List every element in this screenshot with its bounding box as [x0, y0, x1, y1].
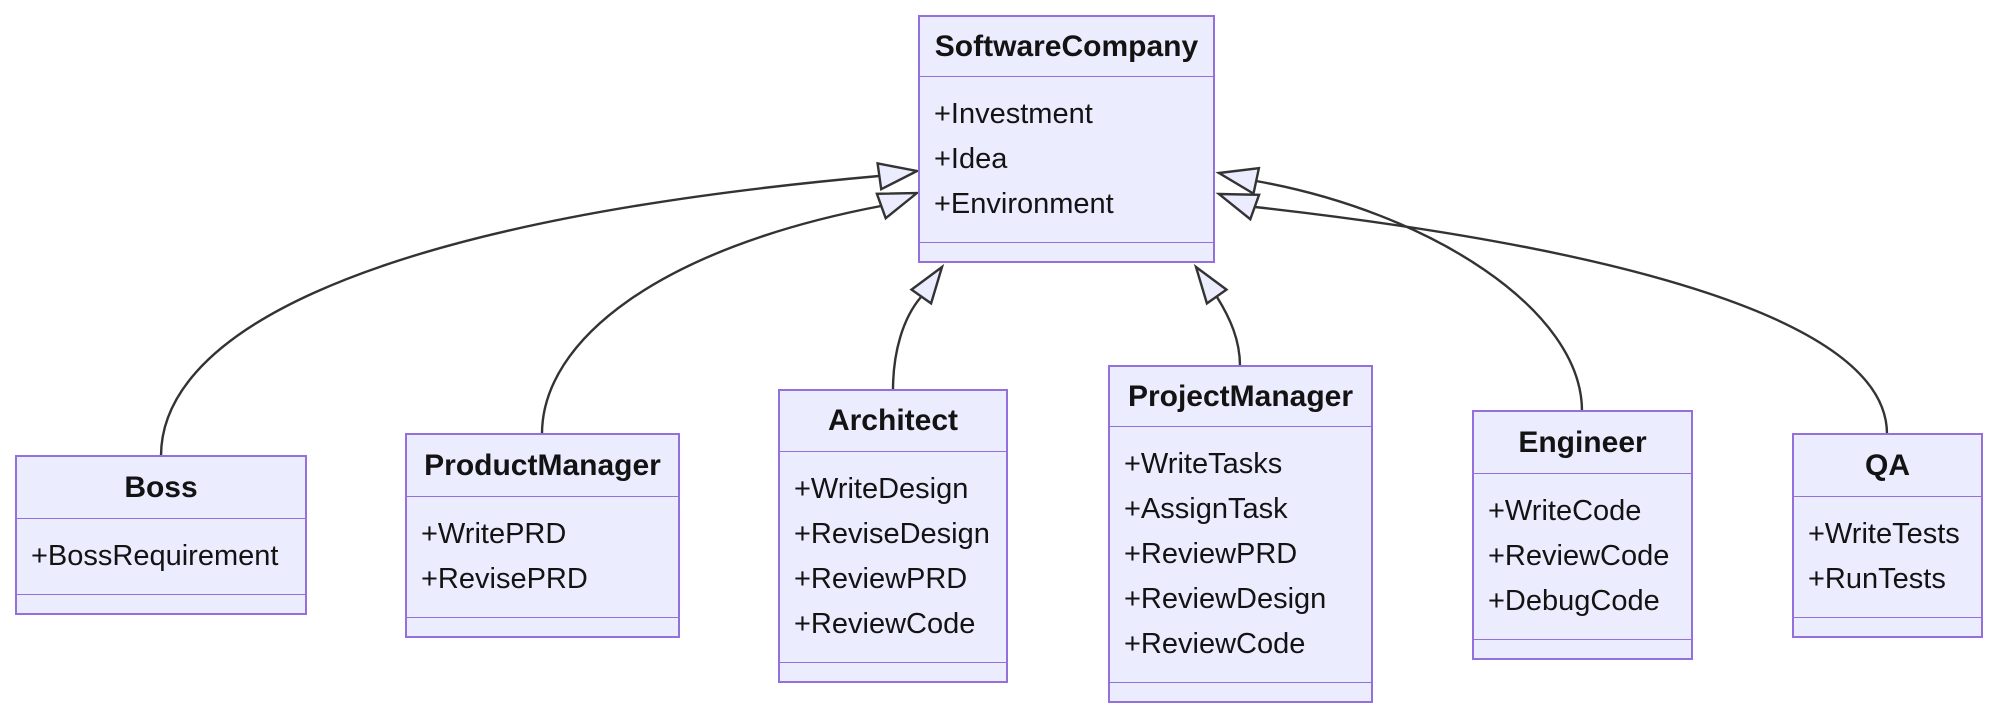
- class-methods-empty: [407, 618, 678, 636]
- class-member: +ReviewCode: [1488, 540, 1670, 572]
- class-members: +WriteTasks +AssignTask +ReviewPRD +Revi…: [1110, 427, 1371, 683]
- inheritance-edge-qa: [1254, 205, 1889, 435]
- inheritance-arrowhead-architect: [909, 263, 945, 306]
- class-title: Architect: [780, 391, 1006, 452]
- inheritance-edge-projectmanager: [1215, 296, 1242, 367]
- class-node-qa: QA +WriteTests +RunTests: [1792, 433, 1983, 638]
- class-title: Boss: [17, 457, 305, 519]
- class-title: SoftwareCompany: [920, 17, 1213, 77]
- class-member: +DebugCode: [1488, 585, 1660, 617]
- class-member: +ReviewPRD: [1124, 538, 1298, 570]
- inheritance-edge-architect: [891, 296, 922, 391]
- class-member: +ReviseDesign: [794, 518, 990, 550]
- class-methods-empty: [1474, 640, 1691, 658]
- class-member: +WriteDesign: [794, 473, 969, 505]
- class-member: +ReviewDesign: [1124, 583, 1327, 615]
- inheritance-arrowhead-qa: [1215, 192, 1261, 222]
- class-member: +Idea: [934, 143, 1008, 175]
- inheritance-arrowhead-boss: [876, 161, 921, 192]
- class-members: +BossRequirement: [17, 519, 305, 595]
- inheritance-edge-boss: [159, 174, 880, 457]
- class-member: +WriteTests: [1808, 518, 1960, 550]
- class-member: +WriteCode: [1488, 495, 1642, 527]
- class-members: +WritePRD +RevisePRD: [407, 497, 678, 618]
- class-member: +Investment: [934, 98, 1093, 130]
- class-methods-empty: [1794, 618, 1981, 636]
- class-methods-empty: [920, 243, 1213, 261]
- class-member: +BossRequirement: [31, 540, 279, 572]
- class-member: +AssignTask: [1124, 493, 1288, 525]
- class-member: +RunTests: [1808, 563, 1946, 595]
- inheritance-arrowhead-projectmanager: [1193, 263, 1229, 306]
- class-methods-empty: [780, 663, 1006, 681]
- class-member: +RevisePRD: [421, 563, 588, 595]
- inheritance-edge-engineer: [1255, 179, 1584, 412]
- class-node-softwarecompany: SoftwareCompany +Investment +Idea +Envir…: [918, 15, 1215, 263]
- class-member: +ReviewCode: [1124, 628, 1306, 660]
- class-member: +WriteTasks: [1124, 448, 1283, 480]
- class-member: +ReviewPRD: [794, 563, 968, 595]
- class-node-boss: Boss +BossRequirement: [15, 455, 307, 615]
- class-member: +WritePRD: [421, 518, 567, 550]
- inheritance-arrowhead-productmanager: [875, 191, 921, 221]
- class-members: +WriteCode +ReviewCode +DebugCode: [1474, 474, 1691, 640]
- class-title: QA: [1794, 435, 1981, 497]
- class-node-architect: Architect +WriteDesign +ReviseDesign +Re…: [778, 389, 1008, 683]
- class-methods-empty: [1110, 683, 1371, 701]
- class-title: ProductManager: [407, 435, 678, 497]
- class-node-productmanager: ProductManager +WritePRD +RevisePRD: [405, 433, 680, 638]
- class-member: +Environment: [934, 188, 1114, 220]
- class-methods-empty: [17, 595, 305, 613]
- class-members: +Investment +Idea +Environment: [920, 77, 1213, 243]
- class-title: ProjectManager: [1110, 367, 1371, 427]
- class-node-projectmanager: ProjectManager +WriteTasks +AssignTask +…: [1108, 365, 1373, 703]
- inheritance-edge-productmanager: [540, 204, 882, 435]
- class-members: +WriteDesign +ReviseDesign +ReviewPRD +R…: [780, 452, 1006, 663]
- class-title: Engineer: [1474, 412, 1691, 474]
- class-member: +ReviewCode: [794, 608, 976, 640]
- class-node-engineer: Engineer +WriteCode +ReviewCode +DebugCo…: [1472, 410, 1693, 660]
- inheritance-arrowhead-engineer: [1215, 166, 1261, 196]
- class-members: +WriteTests +RunTests: [1794, 497, 1981, 618]
